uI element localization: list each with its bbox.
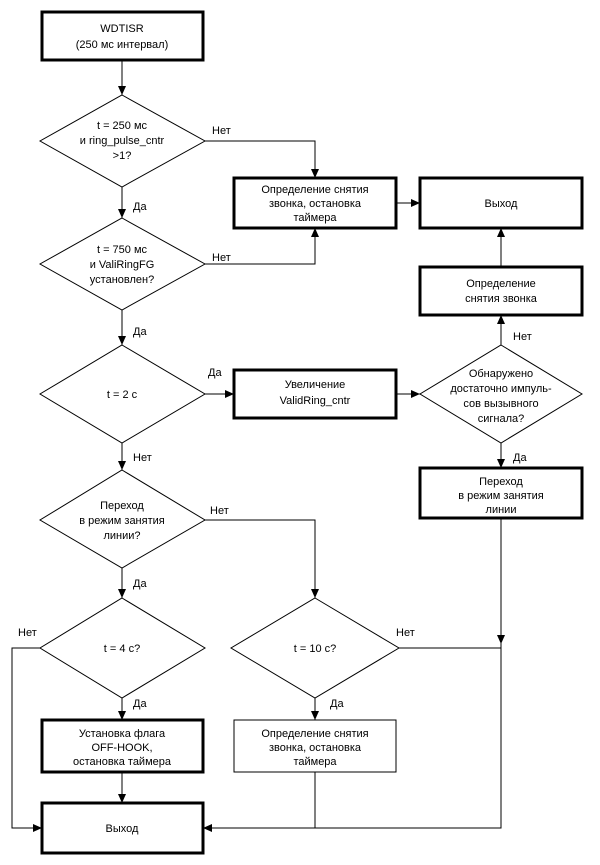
decision-label: и ring_pulse_cntr — [80, 135, 165, 147]
decision-label: t = 250 мс — [97, 120, 148, 132]
decision-label: Обнаружено — [469, 368, 533, 380]
exit-box-top: Выход — [418, 176, 584, 230]
decision-label: установлен? — [90, 274, 154, 286]
edge-label-no: Нет — [212, 252, 231, 264]
arrow-check-750ms-no — [205, 228, 319, 265]
decision-label: линии? — [103, 530, 140, 542]
edge-label-yes: Да — [133, 201, 147, 213]
process-label: Определение снятия — [261, 184, 368, 196]
start-box: WDTISR (250 мс интервал) — [40, 10, 205, 62]
arrow-check-250ms-no — [205, 140, 319, 178]
process-label: в режим занятия — [458, 490, 544, 502]
process-label: таймера — [293, 756, 337, 768]
decision-label: достаточно импуль- — [450, 383, 552, 395]
edge-label-yes: Да — [133, 326, 147, 338]
process-label: Определение — [466, 278, 536, 290]
edge-label-yes: Да — [513, 452, 527, 464]
decision-label: t = 10 с? — [294, 643, 337, 655]
decision-label: t = 750 мс — [97, 244, 148, 256]
decision-check-offhook: Переход в режим занятия линии? — [39, 469, 206, 569]
edge-label-no: Нет — [210, 505, 229, 517]
decision-label: и ValiRingFG — [90, 259, 155, 271]
edge-label-no: Нет — [513, 331, 532, 343]
process-label: Увеличение — [285, 379, 346, 391]
process-label: снятия звонка — [465, 293, 538, 305]
process-label: Установка флага — [79, 728, 166, 740]
decision-label: в режим занятия — [79, 515, 165, 527]
decision-label: >1? — [113, 150, 132, 162]
process-ring-end-bottom: Определение снятия звонка, остановка тай… — [233, 719, 397, 773]
start-box-label: WDTISR — [100, 23, 143, 35]
process-label: звонка, остановка — [269, 198, 362, 210]
decision-enough-pulses: Обнаружено достаточно импуль- сов вызывн… — [419, 344, 583, 444]
process-label: линии — [486, 504, 517, 516]
edge-label-no: Нет — [18, 627, 37, 639]
process-label: остановка таймера — [73, 756, 172, 768]
process-label: Переход — [479, 476, 523, 488]
exit-label: Выход — [106, 823, 139, 835]
edge-label-yes: Да — [208, 367, 222, 379]
connectors — [11, 60, 505, 832]
edge-label-yes: Да — [133, 578, 147, 590]
process-label: Определение снятия — [261, 728, 368, 740]
edge-label-yes: Да — [133, 698, 147, 710]
decision-label: Переход — [100, 500, 144, 512]
process-label: звонка, остановка — [269, 742, 362, 754]
decision-label: t = 2 с — [107, 389, 138, 401]
decision-label: t = 4 с? — [104, 643, 140, 655]
start-box-label: (250 мс интервал) — [76, 39, 168, 51]
process-label: ValidRing_cntr — [280, 395, 351, 407]
edge-labels: Нет Да Нет Да Да Нет Нет Да Нет Да Нет Д… — [18, 125, 532, 710]
edge-label-yes: Да — [330, 698, 344, 710]
decision-check-10s: t = 10 с? — [230, 597, 400, 699]
process-label: таймера — [293, 212, 337, 224]
decision-check-250ms: t = 250 мс и ring_pulse_cntr >1? — [38, 94, 207, 188]
decision-check-750ms: t = 750 мс и ValiRingFG установлен? — [38, 217, 207, 311]
process-ring-end-top: Определение снятия звонка, остановка тай… — [232, 176, 398, 230]
process-inc-validring: Увеличение ValidRing_cntr — [232, 368, 398, 420]
arrow-right-column-to-exit-bottom — [203, 644, 502, 832]
exit-box-bottom: Выход — [40, 801, 205, 855]
process-label: OFF-HOOK, — [91, 742, 152, 754]
decision-label: сов вызывного — [463, 398, 538, 410]
exit-label: Выход — [485, 198, 518, 210]
process-set-offhook-flag: Установка флага OFF-HOOK, остановка тайм… — [40, 718, 205, 774]
edge-label-no: Нет — [396, 627, 415, 639]
process-ring-end-right: Определение снятия звонка — [418, 265, 584, 317]
process-offhook-box: Переход в режим занятия линии — [418, 466, 584, 520]
edge-label-no: Нет — [212, 125, 231, 137]
decision-check-4s: t = 4 с? — [39, 597, 206, 699]
decision-label: сигнала? — [478, 413, 525, 425]
arrow-check-offhook-no — [205, 519, 319, 598]
arrow-check-4s-no — [11, 647, 42, 832]
decision-check-2s: t = 2 с — [39, 344, 206, 444]
edge-label-no: Нет — [133, 452, 152, 464]
